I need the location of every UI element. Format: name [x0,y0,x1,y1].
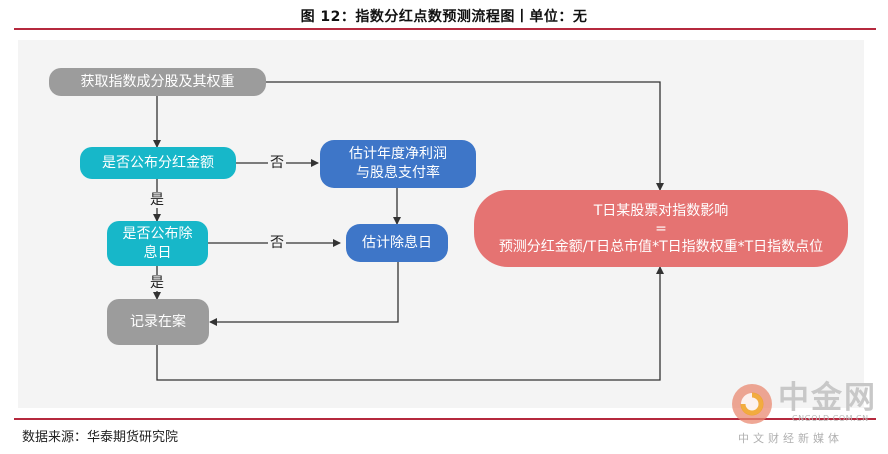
node-estimate-exdate: 估计除息日 [346,224,448,262]
node-get-constituents: 获取指数成分股及其权重 [49,68,266,96]
node-estimate-profit: 估计年度净利润 与股息支付率 [320,140,476,188]
source-note: 数据来源：华泰期货研究院 [22,430,179,445]
node-formula: T日某股票对指数影响 = 预测分红金额/T日总市值*T日指数权重*T日指数点位 [474,190,848,267]
edge-label-yes-dividend: 是 [148,192,166,208]
figure-title: 图 12：指数分红点数预测流程图丨单位：无 [300,9,588,25]
watermark-tagline: 中文财经新媒体 [738,432,843,445]
edge-record-to-formula [156,266,664,381]
edge-estimate-to-record [209,262,399,326]
edge-label-no-dividend: 否 [268,155,286,171]
edge-label-no-exdate: 否 [268,235,286,251]
top-rule [14,28,876,30]
watermark-brand: 中金网 [778,380,877,416]
node-announced-dividend: 是否公布分红金额 [80,147,236,179]
node-announced-exdate: 是否公布除 息日 [107,221,208,266]
edge-start-to-formula [266,81,664,191]
bottom-rule [14,418,876,420]
watermark-logo-icon [732,384,772,424]
node-record: 记录在案 [107,299,209,345]
edge-label-yes-exdate: 是 [148,275,166,291]
watermark-domain: CNGOLD.COM.CN [792,414,869,423]
